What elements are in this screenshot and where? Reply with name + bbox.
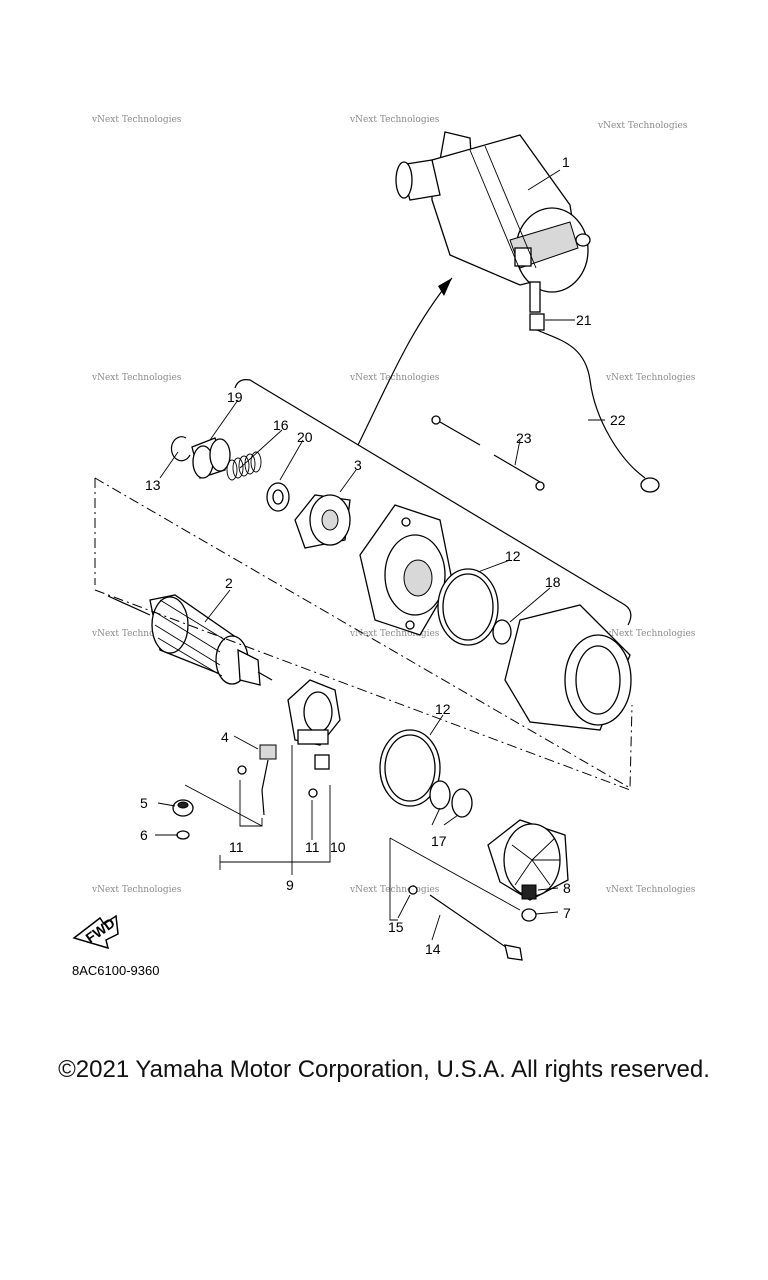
callout-7: 7 bbox=[563, 905, 571, 921]
washer-17a bbox=[429, 780, 451, 810]
watermark: vNext Technologies bbox=[349, 373, 440, 383]
through-bolt bbox=[408, 885, 523, 961]
group-bracket bbox=[234, 379, 632, 626]
callout-20: 20 bbox=[297, 429, 313, 445]
watermark: vNext Technologies bbox=[91, 629, 182, 639]
watermark: vNext Technologies bbox=[91, 373, 182, 383]
watermark: vNext Technologies bbox=[605, 629, 696, 639]
callout-23: 23 bbox=[516, 430, 532, 446]
watermarks: vNext Technologies vNext Technologies vN… bbox=[91, 115, 696, 895]
pinion-parts bbox=[170, 436, 351, 549]
front-cover bbox=[359, 504, 453, 636]
leader-lines bbox=[155, 169, 605, 941]
group-outline bbox=[94, 477, 633, 789]
armature bbox=[107, 594, 273, 686]
watermark: vNext Technologies bbox=[91, 885, 182, 895]
callout-17: 17 bbox=[431, 833, 447, 849]
axis-line bbox=[94, 589, 631, 791]
callout-12-lower: 12 bbox=[435, 701, 451, 717]
callout-1: 1 bbox=[562, 154, 570, 170]
callout-8: 8 bbox=[563, 880, 571, 896]
callout-10: 10 bbox=[330, 839, 346, 855]
callout-11-left: 11 bbox=[229, 839, 244, 855]
callout-11-right: 11 bbox=[305, 839, 320, 855]
callout-13: 13 bbox=[145, 477, 161, 493]
starter-motor-assembly bbox=[395, 131, 591, 313]
watermark: vNext Technologies bbox=[91, 115, 182, 125]
callouts: 1 21 22 19 16 20 23 13 3 12 18 2 12 4 5 … bbox=[140, 154, 626, 957]
group-brackets bbox=[184, 745, 521, 921]
watermark: vNext Technologies bbox=[605, 885, 696, 895]
callout-4: 4 bbox=[221, 729, 229, 745]
brush-holder bbox=[237, 679, 341, 816]
washer-17b bbox=[451, 788, 473, 818]
callout-22: 22 bbox=[610, 412, 626, 428]
rear-cover bbox=[487, 819, 569, 922]
watermark: vNext Technologies bbox=[349, 629, 440, 639]
watermark: vNext Technologies bbox=[597, 121, 688, 131]
callout-6: 6 bbox=[140, 827, 148, 843]
callout-21: 21 bbox=[576, 312, 592, 328]
o-ring-upper-inner bbox=[442, 573, 494, 641]
diagram-code: 8AC6100-9360 bbox=[72, 963, 159, 978]
fwd-arrow-icon: FWD bbox=[72, 915, 119, 950]
yoke bbox=[504, 604, 632, 731]
assembly-arrow bbox=[357, 277, 453, 446]
watermark: vNext Technologies bbox=[349, 115, 440, 125]
copyright-notice: ©2021 Yamaha Motor Corporation, U.S.A. A… bbox=[58, 1056, 710, 1083]
callout-14: 14 bbox=[425, 941, 441, 957]
watermark: vNext Technologies bbox=[349, 885, 440, 895]
callout-3: 3 bbox=[354, 457, 362, 473]
washer-18 bbox=[492, 619, 512, 645]
o-ring-lower-inner bbox=[384, 734, 436, 802]
watermark: vNext Technologies bbox=[605, 373, 696, 383]
starter-motor-exploded-diagram: vNext Technologies vNext Technologies vN… bbox=[72, 115, 696, 978]
callout-19: 19 bbox=[227, 389, 243, 405]
callout-16: 16 bbox=[273, 417, 289, 433]
lead-wire bbox=[529, 313, 660, 493]
callout-9: 9 bbox=[286, 877, 294, 893]
callout-12-upper: 12 bbox=[505, 548, 521, 564]
grommet-5-6 bbox=[172, 799, 194, 840]
callout-5: 5 bbox=[140, 795, 148, 811]
callout-15: 15 bbox=[388, 919, 404, 935]
small-leads bbox=[431, 415, 545, 491]
callout-18: 18 bbox=[545, 574, 561, 590]
callout-2: 2 bbox=[225, 575, 233, 591]
